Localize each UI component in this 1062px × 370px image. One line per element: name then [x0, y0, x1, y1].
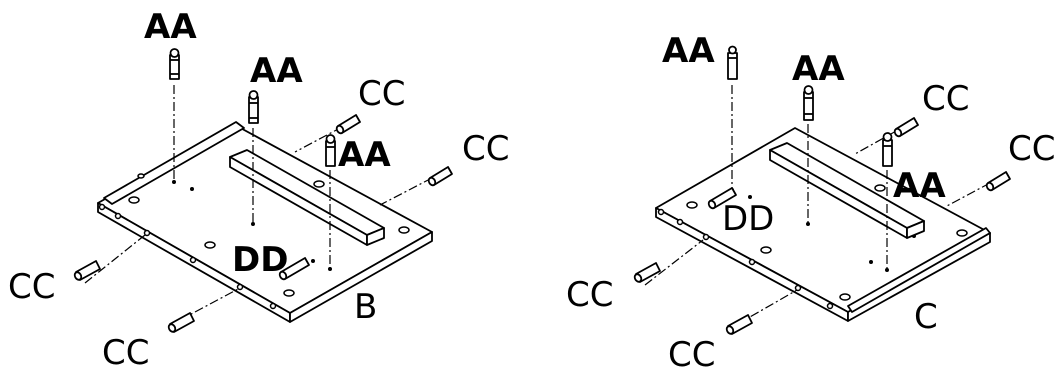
cc-dowel-upper-c: [893, 117, 919, 138]
label-cc-right-b: CC: [462, 129, 509, 169]
cc-dowel-left-b: [73, 260, 101, 281]
aa-pin-left-c: [727, 45, 738, 80]
base-plate-c: [655, 127, 991, 322]
aa-pin-right-c: [882, 132, 893, 167]
label-cc-upper-b: CC: [358, 74, 405, 114]
label-aa-mid-c: AA: [792, 49, 845, 89]
assembly-lines-c: [644, 85, 991, 326]
dd-dowel-c: [707, 187, 737, 210]
aa-pin-mid-b: [248, 90, 259, 124]
label-dd-c: DD: [722, 199, 774, 239]
assembly-lines-b: [84, 85, 433, 321]
cc-dowel-bottom-c: [725, 314, 753, 335]
aa-pin-mid-c: [803, 85, 814, 121]
label-aa-mid-b: AA: [250, 51, 303, 91]
panel-b-assembly: AA AA AA CC CC CC CC DD B: [8, 7, 509, 370]
cc-dowel-bottom-b: [167, 312, 195, 333]
label-aa-right-c: AA: [893, 166, 946, 206]
label-aa-top-b: AA: [144, 7, 197, 47]
label-aa-right-b: AA: [338, 135, 391, 175]
cc-dowel-right-b: [427, 166, 453, 187]
label-aa-left-c: AA: [662, 31, 715, 71]
label-cc-bottom-c: CC: [668, 335, 715, 370]
label-cc-bottom-b: CC: [102, 333, 149, 370]
panel-c-assembly: AA AA AA CC CC CC CC DD C: [566, 31, 1055, 370]
label-cc-left-b: CC: [8, 267, 55, 307]
label-cc-upper-c: CC: [922, 79, 969, 119]
dd-dowel-b: [278, 257, 310, 281]
panel-id-c: C: [914, 297, 938, 337]
aa-pin-right-b: [325, 134, 336, 167]
label-dd-b: DD: [232, 240, 288, 280]
panel-id-b: B: [354, 287, 377, 327]
cc-dowel-right-c: [985, 171, 1011, 192]
base-plate-b: [97, 121, 433, 323]
cc-dowel-upper-b: [335, 114, 361, 135]
label-cc-right-c: CC: [1008, 129, 1055, 169]
label-cc-left-c: CC: [566, 275, 613, 315]
cross-bar-b: [229, 149, 385, 246]
aa-pin-top-b: [169, 48, 180, 80]
cc-dowel-left-c: [633, 262, 661, 283]
